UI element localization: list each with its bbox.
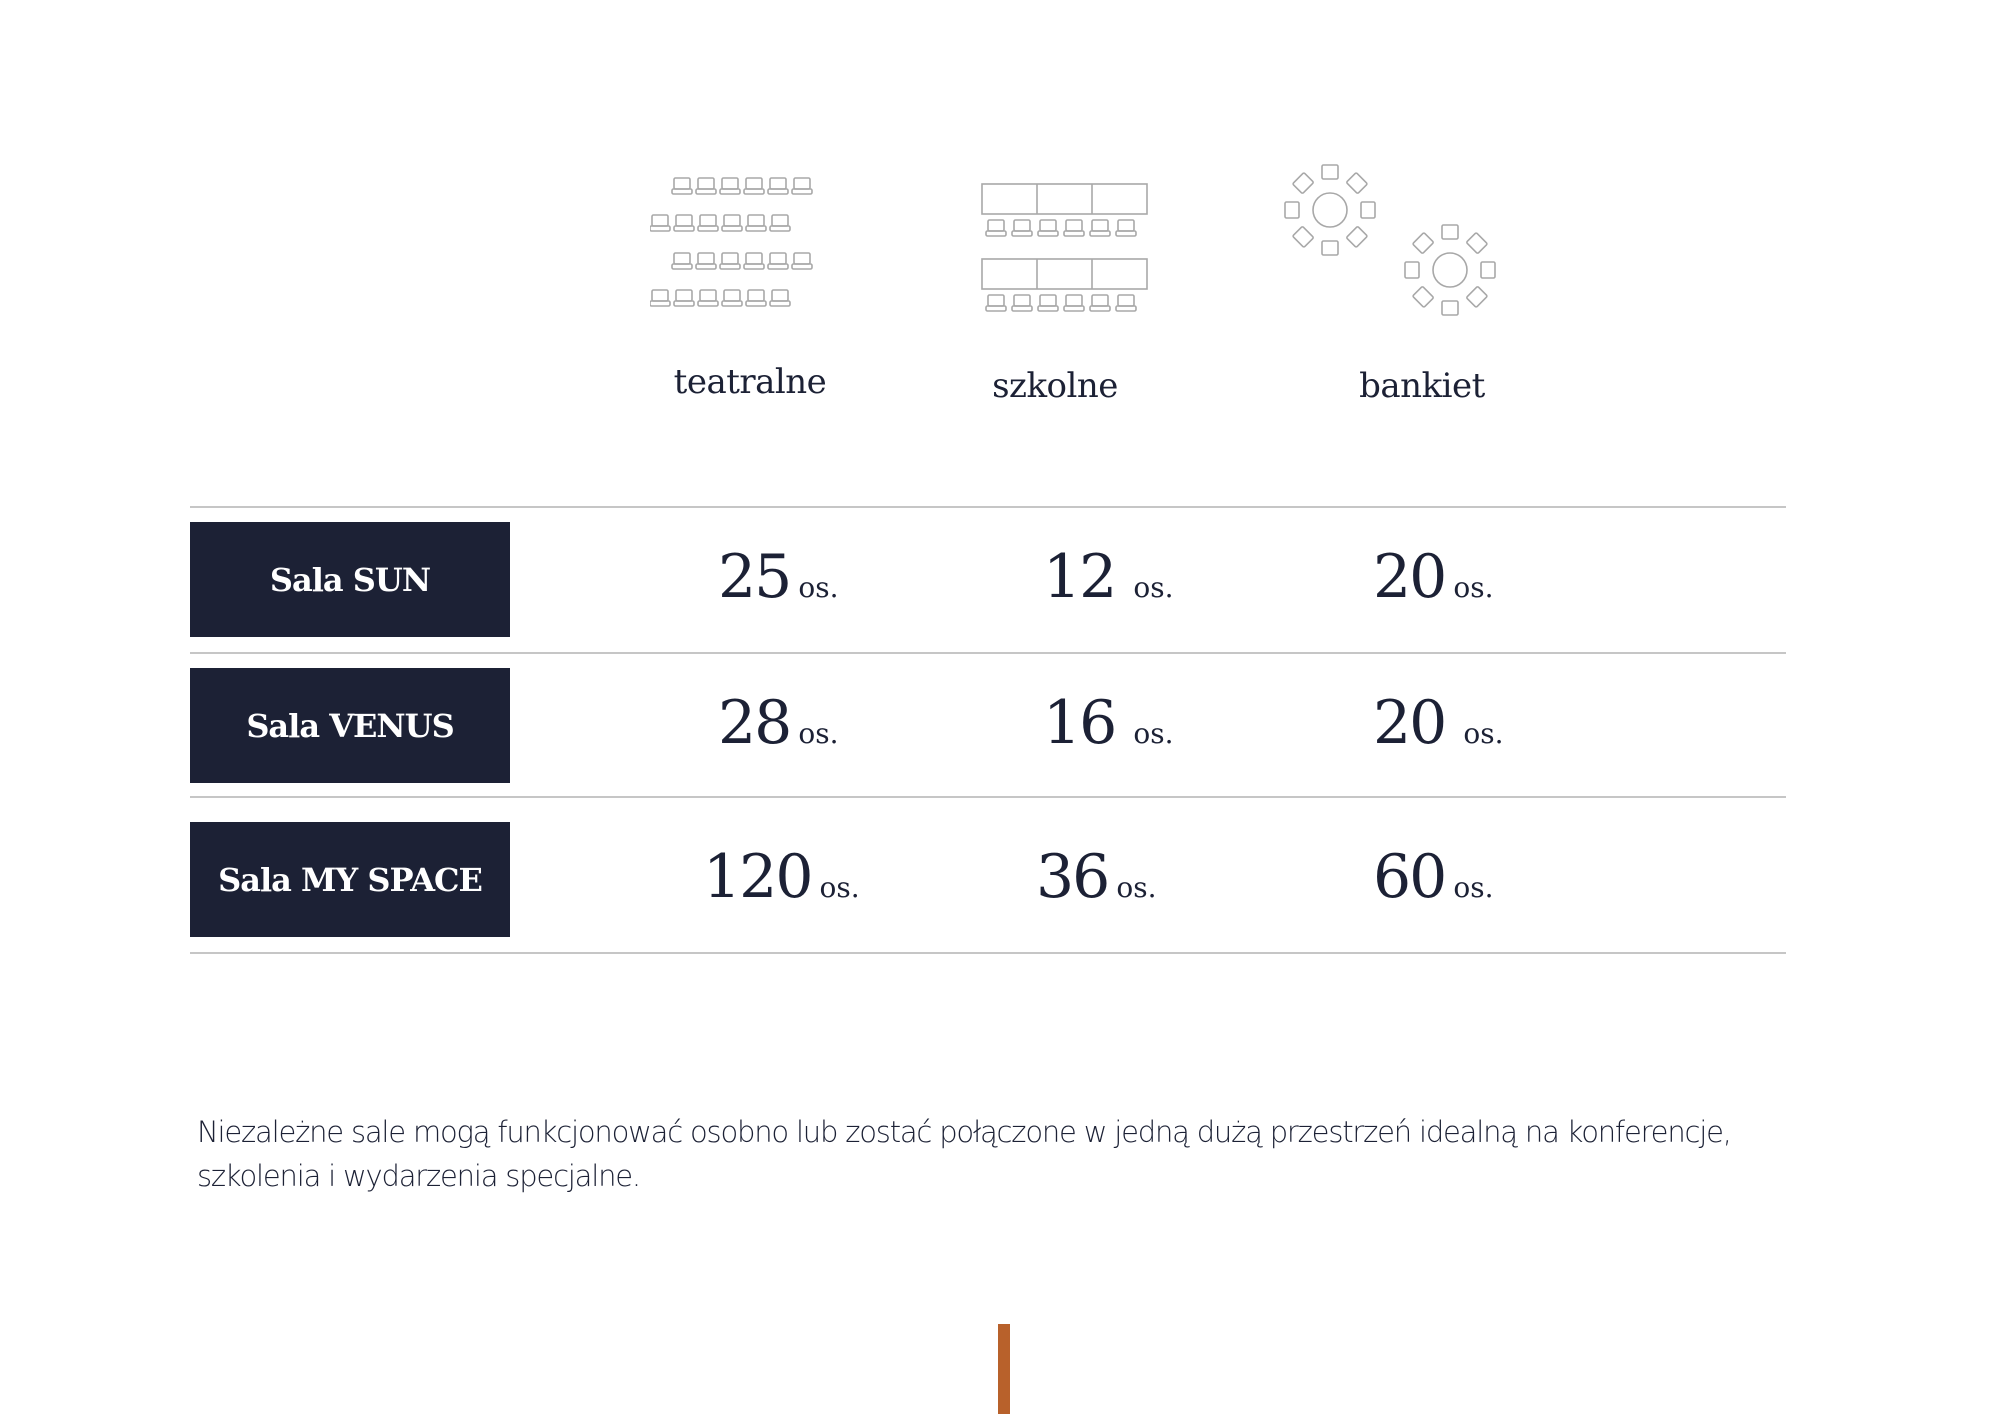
table-rule: [190, 652, 1786, 654]
capacity-unit: os.: [1133, 571, 1174, 604]
capacity-unit: os.: [1453, 571, 1494, 604]
banquet-seating-icon: [1268, 155, 1498, 330]
capacity-unit: os.: [1116, 871, 1157, 904]
capacity-unit: os.: [1453, 871, 1494, 904]
capacity-venus-szkolne: 16 os.: [1043, 688, 1174, 758]
room-label-sun: Sala SUN: [190, 522, 510, 637]
description-text: Niezależne sale mogą funkcjonować osobno…: [197, 1115, 1732, 1193]
label-bankiet: bankiet: [1359, 366, 1485, 406]
table-rule: [190, 796, 1786, 798]
capacity-value: 20: [1373, 542, 1447, 612]
capacity-value: 36: [1036, 842, 1110, 912]
capacity-value: 120: [703, 842, 814, 912]
table-rule-bottom: [190, 952, 1786, 954]
table-rule-top: [190, 506, 1786, 508]
capacity-unit: os.: [798, 571, 839, 604]
classroom-seating-icon: [978, 180, 1148, 315]
theater-seating-icon: [650, 170, 850, 320]
label-szkolne: szkolne: [992, 366, 1118, 406]
capacity-unit: os.: [1463, 717, 1504, 750]
capacity-value: 16: [1043, 688, 1117, 758]
room-label-my-space: Sala MY SPACE: [190, 822, 510, 937]
capacity-value: 28: [718, 688, 792, 758]
capacity-value: 60: [1373, 842, 1447, 912]
accent-bar: [998, 1324, 1010, 1414]
capacity-value: 12: [1043, 542, 1117, 612]
room-label-venus: Sala VENUS: [190, 668, 510, 783]
capacity-value: 25: [718, 542, 792, 612]
capacity-value: 20: [1373, 688, 1447, 758]
capacity-sun-szkolne: 12 os.: [1043, 542, 1174, 612]
label-teatralne: teatralne: [673, 362, 827, 402]
capacity-unit: os.: [1133, 717, 1174, 750]
capacity-unit: os.: [819, 871, 860, 904]
capacity-venus-bankiet: 20 os.: [1373, 688, 1504, 758]
capacity-unit: os.: [798, 717, 839, 750]
